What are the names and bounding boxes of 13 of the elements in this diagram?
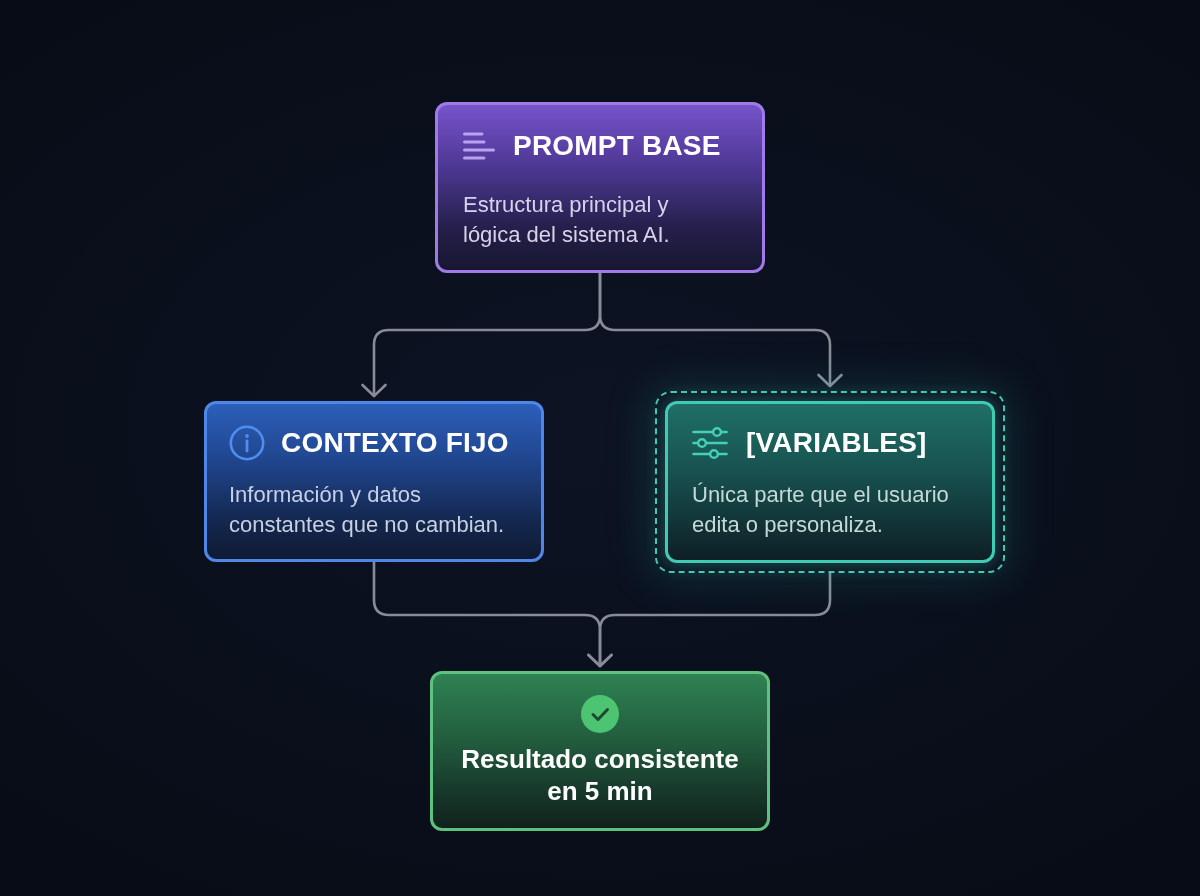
- card-description: Estructura principal y lógica del sistema AI.: [463, 191, 671, 249]
- flow-arrow: [598, 271, 843, 388]
- card-description: Única parte que el usuario edita o personaliza.: [692, 481, 950, 539]
- step-card: [204, 401, 544, 562]
- dashed-highlight-frame: [655, 391, 1005, 573]
- result-card: [430, 671, 770, 831]
- card-title: PROMPT BASE: [513, 129, 721, 163]
- card-title: CONTEXTO FIJO: [281, 426, 509, 460]
- result-text: Resultado consistente en 5 min: [460, 743, 740, 807]
- card-title: [VARIABLES]: [746, 426, 927, 460]
- flow-arrow: [587, 571, 832, 668]
- card-description: Información y datos constantes que no cambian.: [229, 481, 506, 539]
- step-card: [435, 102, 765, 273]
